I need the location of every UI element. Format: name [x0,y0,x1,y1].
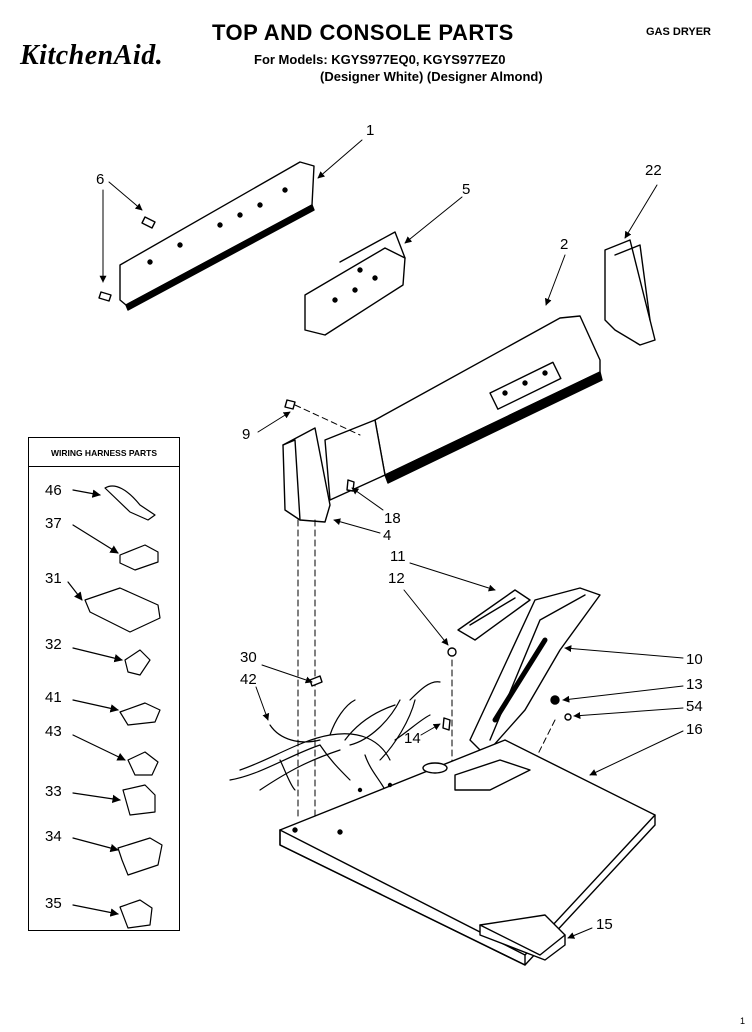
variants-line: (Designer White) (Designer Almond) [320,69,543,84]
callout-1: 1 [366,122,375,139]
callout-15: 15 [596,916,613,933]
models-line: For Models: KGYS977EQ0, KGYS977EZ0 [254,52,506,67]
callout-18: 18 [384,510,401,527]
part-6-screws [98,216,156,302]
part-4-end-cap [282,427,331,523]
legend-callout-41: 41 [45,689,62,706]
callout-11: 11 [390,548,406,565]
legend-callout-31: 31 [45,570,62,587]
callout-9: 9 [242,426,251,443]
legend-divider [28,466,179,467]
callout-6: 6 [96,171,105,188]
part-2-console [324,315,603,501]
part-1-control-panel-plate [119,161,315,311]
callout-4: 4 [383,527,392,544]
wiring-harness-legend-box [28,437,180,931]
product-type: GAS DRYER [646,26,711,38]
legend-callout-35: 35 [45,895,62,912]
page-title: TOP AND CONSOLE PARTS [212,20,514,45]
legend-callout-46: 46 [45,482,62,499]
callout-12: 12 [388,570,405,587]
page-number: 1 [740,1016,746,1026]
legend-callout-43: 43 [45,723,62,740]
part-10-control-housing [469,587,601,756]
callout-42: 42 [240,671,257,688]
construction-lines [294,404,556,821]
callout-2: 2 [560,236,569,253]
legend-callout-34: 34 [45,828,62,845]
kitchenaid-logo: KitchenAid. [20,40,164,71]
legend-callout-37: 37 [45,515,62,532]
callout-22: 22 [645,162,662,179]
callout-13: 13 [686,676,703,693]
part-22-end-cap [604,239,656,346]
legend-title: WIRING HARNESS PARTS [50,448,158,458]
part-42-wiring-harness [229,681,441,791]
callout-10: 10 [686,651,703,668]
legend-callout-32: 32 [45,636,62,653]
part-11-cover [457,589,531,641]
leader-lines [99,139,684,939]
callout-14: 14 [404,730,421,747]
callout-16: 16 [686,721,703,738]
legend-harness-parts [67,485,163,929]
small-fasteners [309,647,572,731]
callout-30: 30 [240,649,257,666]
part-16-top-panel [279,739,656,966]
callout-54: 54 [686,698,703,715]
part-15-slide [479,914,566,961]
part-5-control-board [304,231,406,336]
callout-5: 5 [462,181,471,198]
legend-callout-33: 33 [45,783,62,800]
